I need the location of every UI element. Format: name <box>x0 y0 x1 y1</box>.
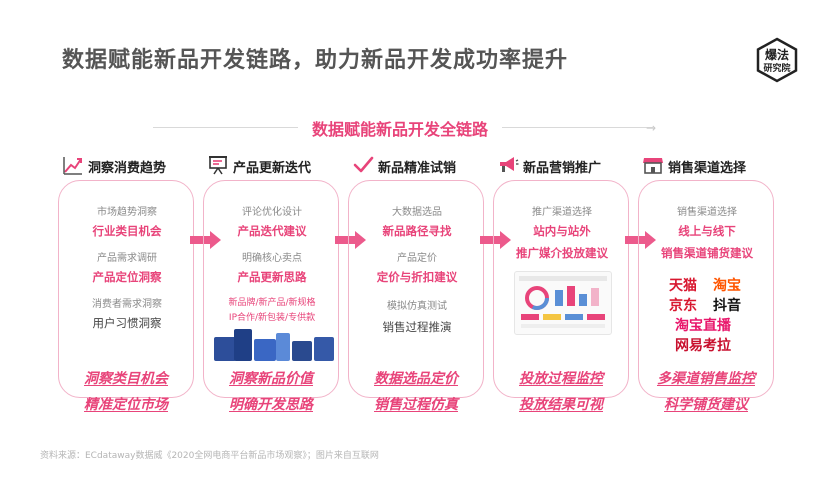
column-box: 市场趋势洞察 行业类目机会 产品需求调研 产品定位洞察 消费者需求洞察 用户习惯… <box>58 180 194 398</box>
chain-arrow-icon: → <box>646 121 657 135</box>
column-header: 新品营销推广 <box>493 152 629 180</box>
column-header: 产品更新迭代 <box>203 152 339 180</box>
brand-logo: 爆法 研究院 <box>753 36 801 84</box>
dashboard-screenshot <box>514 271 612 335</box>
item-title: 用户习惯洞察 <box>92 316 162 330</box>
item-note: 新品牌/新产品/新规格 <box>228 298 316 308</box>
column-title: 新品营销推广 <box>523 161 602 176</box>
column-title: 新品精准试销 <box>378 161 457 176</box>
column-summary-1: 投放过程监控 <box>519 371 603 387</box>
hexagon-icon <box>756 37 798 83</box>
column-title: 销售渠道选择 <box>668 161 747 176</box>
logo-line-1: 爆法 <box>764 48 789 62</box>
item-subtitle: 产品需求调研 <box>97 253 157 264</box>
dashboard-graphic <box>519 276 607 328</box>
column-header: 销售渠道选择 <box>638 152 774 180</box>
item-title: 行业类目机会 <box>92 224 162 238</box>
brand-douyin: 抖音 <box>713 298 741 314</box>
column-title: 产品更新迭代 <box>233 161 312 176</box>
trend-chart-icon <box>63 157 82 175</box>
brand-jd: 京东 <box>669 298 697 314</box>
chain-title-text: 数据赋能新品开发全链路 <box>297 120 502 139</box>
checkmark-icon <box>353 156 374 173</box>
item-title: 产品定位洞察 <box>92 270 162 284</box>
item-subtitle: 模拟仿真测试 <box>387 301 447 312</box>
storefront-icon <box>643 158 663 174</box>
brand-tmall: 天猫 <box>669 278 697 294</box>
megaphone-icon <box>500 157 519 172</box>
column-summary-2: 精准定位市场 <box>84 397 168 413</box>
logo-line-2: 研究院 <box>763 64 791 74</box>
item-title: 推广媒介投放建议 <box>516 246 608 260</box>
chain-title: 数据赋能新品开发全链路 <box>200 116 600 140</box>
item-title: 站内与站外 <box>533 224 591 238</box>
item-note: IP合作/新包装/专供款 <box>228 313 316 323</box>
column-summary-2: 科学铺货建议 <box>664 397 748 413</box>
item-subtitle: 大数据选品 <box>392 207 442 218</box>
flow-arrow-icon <box>625 231 656 249</box>
column-summary-2: 销售过程仿真 <box>374 397 458 413</box>
source-note: 资料来源：ECdataway数据威《2020全网电商平台新品市场观察》；图片来自… <box>40 451 379 461</box>
item-title: 线上与线下 <box>678 224 736 238</box>
item-title: 销售渠道铺货建议 <box>661 246 753 260</box>
column-box: 销售渠道选择 线上与线下 销售渠道铺货建议 天猫 淘宝 京东 抖音 淘宝直播 网… <box>638 180 774 398</box>
column-summary-1: 洞察新品价值 <box>229 371 313 387</box>
column-header: 洞察消费趋势 <box>58 152 194 180</box>
item-subtitle: 市场趋势洞察 <box>97 207 157 218</box>
item-title: 产品迭代建议 <box>237 224 307 238</box>
column-summary-1: 数据选品定价 <box>374 371 458 387</box>
flow-arrow-icon <box>480 231 511 249</box>
product-box <box>234 329 252 361</box>
item-subtitle: 销售渠道选择 <box>677 207 737 218</box>
column-box: 评论优化设计 产品迭代建议 明确核心卖点 产品更新思路 新品牌/新产品/新规格 … <box>203 180 339 398</box>
column-box: 推广渠道选择 站内与站外 推广媒介投放建议 <box>493 180 629 398</box>
brand-taobao: 淘宝 <box>713 278 741 294</box>
column-summary-2: 明确开发思路 <box>229 397 313 413</box>
item-subtitle: 明确核心卖点 <box>242 253 302 264</box>
product-box <box>254 339 276 361</box>
presentation-board-icon <box>209 156 227 175</box>
column-header: 新品精准试销 <box>348 152 484 180</box>
item-title: 定价与折扣建议 <box>376 270 458 284</box>
product-box <box>214 337 236 361</box>
page-title: 数据赋能新品开发链路，助力新品开发成功率提升 <box>62 48 569 73</box>
column-title: 洞察消费趋势 <box>88 161 167 176</box>
column-summary-2: 投放结果可视 <box>519 397 603 413</box>
item-title: 产品更新思路 <box>237 270 307 284</box>
item-subtitle: 评论优化设计 <box>242 207 302 218</box>
item-title: 新品路径寻找 <box>382 224 452 238</box>
product-images <box>214 329 334 365</box>
item-subtitle: 产品定价 <box>397 253 437 264</box>
brand-taobao-live: 淘宝直播 <box>675 318 731 334</box>
brand-kaola: 网易考拉 <box>675 338 731 354</box>
product-box <box>292 341 312 361</box>
product-box <box>276 333 290 361</box>
item-subtitle: 消费者需求洞察 <box>92 299 162 310</box>
item-title: 销售过程推演 <box>382 320 452 334</box>
flow-arrow-icon <box>190 231 221 249</box>
product-box <box>314 337 334 361</box>
column-box: 大数据选品 新品路径寻找 产品定价 定价与折扣建议 模拟仿真测试 销售过程推演 <box>348 180 484 398</box>
item-subtitle: 推广渠道选择 <box>532 207 592 218</box>
column-summary-1: 洞察类目机会 <box>84 371 168 387</box>
flow-arrow-icon <box>335 231 366 249</box>
column-summary-1: 多渠道销售监控 <box>657 371 755 387</box>
